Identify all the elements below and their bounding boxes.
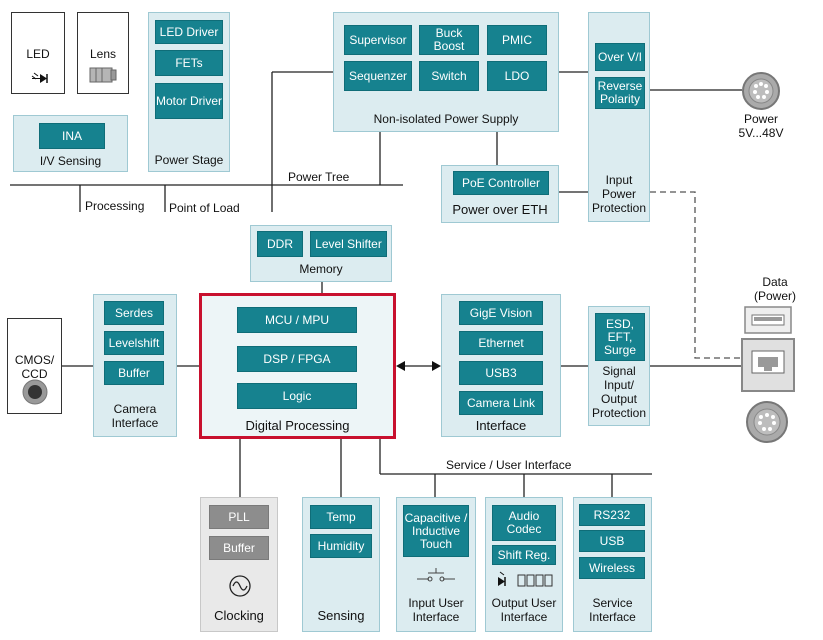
- digital-processing-block: MCU / MPU DSP / FPGA Logic Digital Proce…: [199, 293, 396, 439]
- sensing-caption: Sensing: [317, 608, 365, 623]
- camera-link-chip: Camera Link: [459, 391, 543, 415]
- lens-box: Lens: [77, 12, 129, 94]
- signal-protection-caption: Signal Input/ Output Protection: [591, 364, 647, 420]
- ethernet-port-icon: [741, 338, 795, 392]
- wireless-chip: Wireless: [579, 557, 645, 579]
- power-stage-caption: Power Stage: [154, 153, 224, 167]
- iv-sensing-block: INA I/V Sensing: [13, 115, 128, 172]
- dsp-fpga-chip: DSP / FPGA: [237, 346, 357, 372]
- sequenzer-chip: Sequenzer: [344, 61, 412, 91]
- processing-label: Processing: [85, 199, 145, 213]
- sensor-label: CMOS/ CCD: [14, 353, 55, 381]
- led-display-icon: [498, 571, 553, 587]
- usb3-chip: USB3: [459, 361, 543, 385]
- led-icon: [31, 72, 48, 83]
- led-label: LED: [26, 47, 50, 61]
- interface-block: GigE Vision Ethernet USB3 Camera Link In…: [441, 294, 561, 437]
- output-ui-block: Audio Codec Shift Reg. Output User Inter…: [485, 497, 563, 632]
- clocking-caption: Clocking: [214, 608, 264, 623]
- levelshift-chip: Levelshift: [104, 331, 164, 355]
- pmic-chip: PMIC: [487, 25, 547, 55]
- ldo-chip: LDO: [487, 61, 547, 91]
- push-button-icon: [417, 568, 455, 582]
- poe-controller-chip: PoE Controller: [453, 171, 549, 195]
- level-shifter-chip: Level Shifter: [310, 231, 387, 257]
- camera-interface-block: Serdes Levelshift Buffer Camera Interfac…: [93, 294, 177, 437]
- camera-interface-caption: Camera Interface: [111, 402, 159, 430]
- ina-chip: INA: [39, 123, 105, 149]
- lens-label: Lens: [89, 47, 117, 61]
- fets-chip: FETs: [155, 50, 223, 76]
- service-interface-block: RS232 USB Wireless Service Interface: [573, 497, 652, 632]
- input-protection-caption: Input Power Protection: [591, 173, 647, 215]
- ethernet-chip: Ethernet: [459, 331, 543, 355]
- point-of-load-label: Point of Load: [169, 201, 240, 215]
- led-box: LED: [11, 12, 65, 94]
- image-sensor-icon: [22, 379, 48, 405]
- pll-chip: PLL: [209, 505, 269, 529]
- input-ui-caption: Input User Interface: [408, 596, 464, 624]
- over-vi-chip: Over V/I: [595, 43, 645, 71]
- logic-chip: Logic: [237, 383, 357, 409]
- buffer-chip: Buffer: [104, 361, 164, 385]
- usb-chip: USB: [579, 530, 645, 552]
- mcu-mpu-chip: MCU / MPU: [237, 307, 357, 333]
- power-tree-label: Power Tree: [288, 170, 350, 184]
- humidity-chip: Humidity: [310, 534, 372, 558]
- clocking-block: PLL Buffer Clocking: [200, 497, 278, 632]
- input-protection-block: Over V/I Reverse Polarity Input Power Pr…: [588, 12, 650, 222]
- ddr-chip: DDR: [257, 231, 303, 257]
- usb-port-icon: [744, 306, 792, 334]
- poe-block: PoE Controller Power over ETH: [441, 165, 559, 223]
- digital-processing-caption: Digital Processing: [245, 418, 350, 433]
- data-connector-label: Data (Power): [753, 275, 796, 303]
- service-ui-bus-label: Service / User Interface: [446, 458, 572, 472]
- temp-chip: Temp: [310, 505, 372, 529]
- signal-protection-block: ESD, EFT, Surge Signal Input/ Output Pro…: [588, 306, 650, 426]
- service-interface-caption: Service Interface: [589, 596, 636, 624]
- sensor-box: CMOS/ CCD: [7, 318, 62, 414]
- memory-caption: Memory: [299, 262, 343, 276]
- switch-chip: Switch: [419, 61, 479, 91]
- shift-register-chip: Shift Reg.: [492, 545, 556, 565]
- clock-buffer-chip: Buffer: [209, 536, 269, 560]
- data-power-connector-icon: [746, 401, 788, 443]
- lens-icon: [89, 67, 117, 83]
- output-ui-caption: Output User Interface: [491, 596, 557, 624]
- poe-caption: Power over ETH: [452, 202, 548, 217]
- power-stage-block: LED Driver FETs Motor Driver Power Stage: [148, 12, 230, 172]
- buck-boost-chip: Buck Boost: [419, 25, 479, 55]
- iv-sensing-caption: I/V Sensing: [39, 154, 102, 168]
- input-ui-block: Capacitive / Inductive Touch Input User …: [396, 497, 476, 632]
- audio-codec-chip: Audio Codec: [492, 505, 556, 541]
- power-connector-icon: [742, 72, 780, 110]
- psu-block: Supervisor Buck Boost PMIC Sequenzer Swi…: [333, 12, 559, 132]
- gige-vision-chip: GigE Vision: [459, 301, 543, 325]
- rs232-chip: RS232: [579, 504, 645, 526]
- touch-chip: Capacitive / Inductive Touch: [403, 505, 469, 557]
- psu-caption: Non-isolated Power Supply: [373, 112, 519, 126]
- interface-caption: Interface: [475, 418, 527, 433]
- led-driver-chip: LED Driver: [155, 20, 223, 44]
- esd-eft-surge-chip: ESD, EFT, Surge: [595, 313, 645, 361]
- sensing-block: Temp Humidity Sensing: [302, 497, 380, 632]
- reverse-polarity-chip: Reverse Polarity: [595, 77, 645, 109]
- motor-driver-chip: Motor Driver: [155, 83, 223, 119]
- supervisor-chip: Supervisor: [344, 25, 412, 55]
- power-connector-label: Power 5V...48V: [738, 112, 784, 140]
- serdes-chip: Serdes: [104, 301, 164, 325]
- memory-block: DDR Level Shifter Memory: [250, 225, 392, 282]
- oscillator-icon: [229, 575, 251, 597]
